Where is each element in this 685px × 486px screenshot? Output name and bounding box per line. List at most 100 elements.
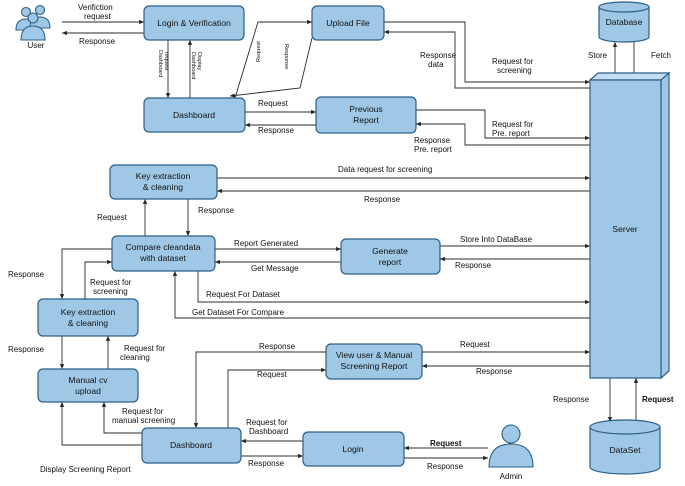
edge-get-dataset-compare	[172, 271, 590, 319]
dataset-label: DataSet	[609, 445, 641, 455]
dashboard-top-label: Dashboard	[173, 110, 215, 120]
label-response-upload: Response	[283, 44, 289, 69]
label-request-pre-report-1: Request for	[492, 120, 534, 129]
server-label: Server	[612, 224, 637, 234]
edge-request-screening	[383, 21, 590, 85]
node-previous-report: Previous Report	[315, 96, 417, 134]
key-extraction-bottom-line2: & cleaning	[68, 318, 108, 328]
label-request-upload: Request	[256, 41, 262, 62]
label-request-for-cleaning-2: cleaning	[120, 353, 150, 362]
key-extraction-top-line2: & cleaning	[143, 182, 183, 192]
compare-line1: Compare cleandata	[125, 242, 200, 252]
label-request-prev: Request	[258, 99, 289, 108]
edge-request-manual	[101, 402, 142, 434]
label-report-generated: Report Generated	[234, 239, 298, 248]
label-response-user: Response	[79, 37, 116, 46]
label-response-prev: Response	[258, 126, 295, 135]
label-dashboard-request-1: Dashboard	[157, 50, 163, 77]
admin-actor: Admin	[488, 424, 534, 481]
edge-labels: Verifiction request Response Dashboard r…	[8, 3, 674, 474]
login-verification-label: Login & Verification	[157, 18, 231, 28]
label-store: Store	[588, 51, 608, 60]
label-get-message: Get Message	[251, 264, 299, 273]
user-label: User	[28, 41, 45, 50]
previous-report-line1: Previous	[349, 104, 382, 114]
node-login-admin: Login	[302, 431, 405, 467]
label-request-for-dashboard-2: Dashboard	[249, 427, 288, 436]
label-response-dataset: Response	[553, 395, 590, 404]
label-request-manual-2: manual screening	[112, 416, 175, 425]
login-admin-label: Login	[342, 444, 363, 454]
node-dashboard-bottom: Dashboard	[141, 427, 242, 464]
label-request-screening-2: screening	[497, 66, 532, 75]
label-response-key-top: Response	[364, 195, 401, 204]
edge-request-view	[227, 367, 326, 428]
edge-response-view	[193, 351, 326, 428]
label-response-key-top-down: Response	[198, 206, 235, 215]
label-store-into-database: Store Into DataBase	[460, 235, 533, 244]
node-database: Database	[598, 1, 650, 43]
key-extraction-bottom-line1: Key extraction	[61, 307, 116, 317]
label-request-key-top: Request	[97, 213, 128, 222]
node-upload-file: Upload File	[311, 5, 385, 41]
label-data-request-screening: Data request for screening	[338, 165, 432, 174]
view-user-line2: Screening Report	[341, 361, 408, 371]
label-request-admin: Request	[430, 439, 462, 448]
label-display-dashboard-2: Dashboard	[190, 52, 196, 79]
admin-label: Admin	[500, 472, 523, 481]
user-icon	[15, 4, 51, 41]
manual-cv-line1: Manual cv	[68, 375, 108, 385]
upload-file-label: Upload File	[326, 18, 370, 28]
label-get-dataset-compare: Get Dataset For Compare	[192, 308, 285, 317]
label-display-dashboard-1: Display	[196, 52, 202, 71]
label-dashboard-request-2: request	[163, 52, 169, 71]
edge-response-upload	[229, 37, 313, 98]
node-manual-cv-upload: Manual cv upload	[37, 368, 139, 403]
label-request-view-server: Request	[460, 340, 491, 349]
node-server: Server	[588, 71, 671, 380]
label-verification-2: request	[84, 12, 111, 21]
generate-line2: report	[379, 257, 402, 267]
label-response-view-server: Response	[476, 367, 513, 376]
node-view-user: View user & Manual Screening Report	[325, 343, 423, 380]
edge-request-for-dataset	[197, 271, 590, 305]
previous-report-line2: Report	[353, 115, 379, 125]
node-dashboard-top: Dashboard	[143, 97, 246, 133]
label-request-for-dataset: Request For Dataset	[206, 290, 281, 299]
view-user-line1: View user & Manual	[336, 350, 412, 360]
label-fetch: Fetch	[651, 51, 671, 60]
label-response-left-1: Response	[8, 270, 45, 279]
label-response-pre-report-2: Pre. report	[414, 145, 453, 154]
edge-response-pre-report	[416, 121, 590, 146]
label-response-pre-report-1: Response	[414, 136, 451, 145]
node-key-extraction-top: Key extraction & cleaning	[109, 164, 218, 200]
edge-response-data	[384, 29, 590, 89]
database-label: Database	[606, 17, 643, 27]
edge-display-screening-report	[59, 402, 142, 446]
label-request-for-screening-2: screening	[93, 287, 128, 296]
label-request-view: Request	[257, 370, 288, 379]
label-response-admin: Response	[427, 462, 464, 471]
node-login-verification: Login & Verification	[143, 5, 245, 41]
node-key-extraction-bottom: Key extraction & cleaning	[37, 298, 139, 337]
label-response-generate: Response	[455, 261, 492, 270]
label-request-for-screening-1: Request for	[90, 278, 132, 287]
node-dataset: DataSet	[589, 419, 661, 475]
edge-request-upload	[234, 19, 312, 99]
admin-icon	[488, 424, 534, 468]
node-compare: Compare cleandata with dataset	[111, 235, 216, 272]
key-extraction-top-line1: Key extraction	[136, 171, 191, 181]
label-request-manual-1: Request for	[122, 407, 164, 416]
compare-line2: with dataset	[139, 253, 186, 263]
edge-response-left-1	[59, 248, 112, 299]
label-request-for-cleaning-1: Request for	[124, 344, 166, 353]
edge-request-for-screening	[84, 259, 112, 299]
label-request-screening-1: Request for	[492, 57, 534, 66]
label-response-data-2: data	[428, 60, 444, 69]
label-request-pre-report-2: Pre. report	[492, 129, 531, 138]
label-response-left-2: Response	[8, 345, 45, 354]
edges	[59, 19, 639, 461]
generate-line1: Generate	[372, 246, 408, 256]
label-verification-1: Verifiction	[78, 3, 113, 12]
